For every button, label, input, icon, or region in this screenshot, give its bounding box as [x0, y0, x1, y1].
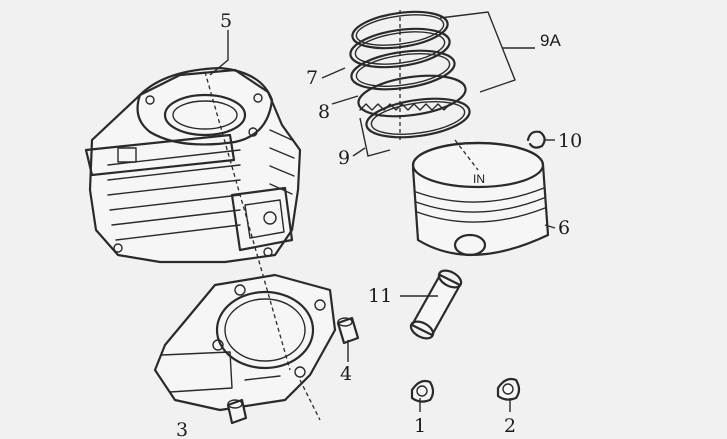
piston-pin-clip-part [526, 130, 546, 149]
piston-pin-part [409, 269, 463, 340]
callout-9a: 9A [540, 31, 561, 50]
callout-3: 3 [176, 419, 188, 439]
leader-lines [209, 11, 556, 412]
callout-4: 4 [340, 363, 352, 385]
cap-nut-part [410, 379, 435, 403]
callout-5: 5 [220, 10, 232, 32]
callout-6: 6 [558, 217, 570, 239]
callout-11: 11 [368, 285, 392, 307]
piston-part: IN [411, 139, 550, 257]
piston-marking: IN [473, 172, 485, 186]
centerline [204, 71, 291, 371]
dowel-pin-part [226, 316, 360, 425]
flange-nut-part [496, 377, 521, 401]
cylinder-gasket-part [153, 273, 337, 412]
callout-2: 2 [504, 415, 516, 437]
piston-rings-part [349, 10, 471, 140]
callout-1: 1 [414, 415, 426, 437]
callout-7: 7 [306, 67, 318, 89]
cylinder-part [84, 66, 302, 264]
callout-8: 8 [318, 101, 330, 123]
callout-9: 9 [338, 147, 350, 169]
callout-10: 10 [558, 130, 582, 152]
